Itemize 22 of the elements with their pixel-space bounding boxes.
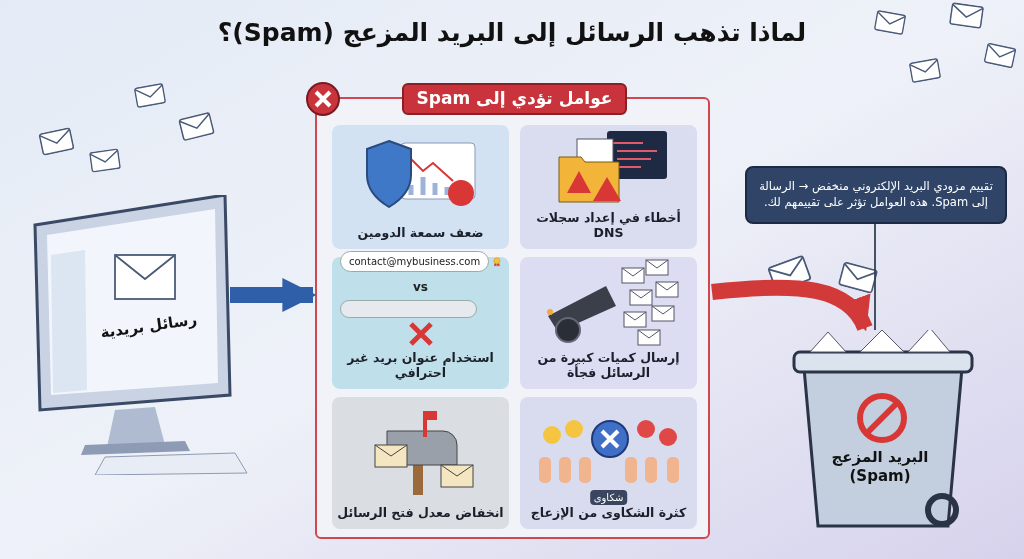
factor-card: [520, 397, 697, 529]
factor-card: [332, 125, 509, 249]
email-field: contact@mybusiness.com: [340, 251, 490, 273]
panel-heading: عوامل تؤدي إلى Spam: [402, 83, 627, 115]
arrow: [230, 278, 317, 312]
comparison-text: vs: [413, 278, 428, 296]
factor-card: [520, 125, 697, 249]
factor-card: [520, 257, 697, 389]
tag-text: شكاوى: [589, 490, 628, 506]
card-caption: أخطاء في إعداد سجلات DNS: [535, 209, 682, 241]
card-caption: إرسال كميات كبيرة من الرسائل فجأة: [536, 349, 681, 381]
bin-label: البريد المزعج (Spam): [830, 448, 930, 486]
card-caption: ضعف سمعة الدومين: [356, 225, 485, 241]
card-caption: استخدام عنوان بريد غير احترافي: [345, 349, 495, 381]
card-caption: كثرة الشكاوى من الإزعاج: [529, 505, 688, 521]
note-box: [745, 166, 1007, 224]
screen-label: رسائل بريدية: [98, 309, 199, 344]
factor-card: [332, 397, 509, 529]
card-caption: انخفاض معدل فتح الرسائل: [336, 505, 505, 521]
arrow: [711, 279, 873, 332]
note-text: تقييم مزودي البريد الإلكتروني منخفض → الرسالة إلى Spam. هذه العوامل تؤثر على تقييمهم لك.: [758, 179, 994, 211]
title: لماذا تذهب الرسائل إلى البريد المزعج (Spam)؟: [216, 17, 808, 50]
